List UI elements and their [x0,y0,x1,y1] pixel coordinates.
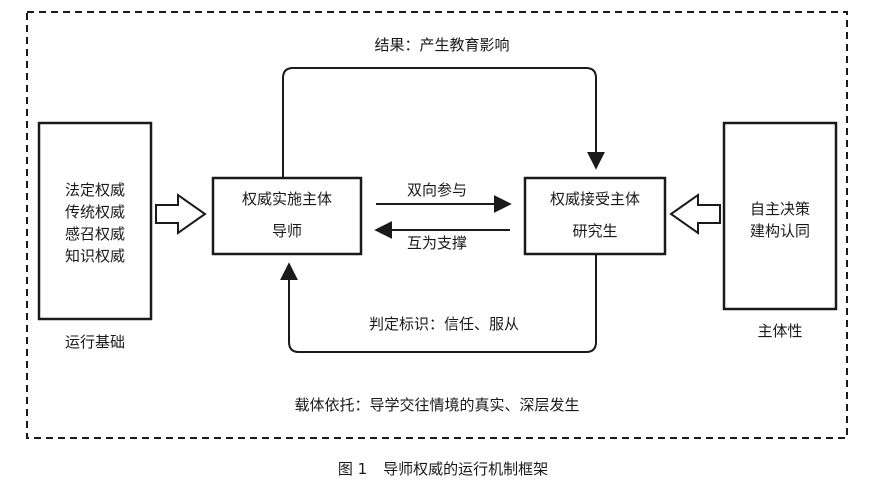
subjectivity-caption: 主体性 [757,322,803,340]
figure-number: 图 1 [337,460,368,478]
subject-box-text: 权威实施主体 导师 [213,190,361,240]
foundation-line: 传统权威 [64,203,125,221]
foundation-line: 知识权威 [64,247,125,265]
object-role: 研究生 [572,222,618,240]
result-loop-arrow [282,67,605,178]
foundation-caption: 运行基础 [64,333,126,351]
outer-dashed-frame [26,11,848,439]
participation-label: 双向参与 [406,181,468,199]
judgement-loop-arrow [280,254,597,353]
foundation-box-text: 法定权威 传统权威 感召权威 知识权威 [39,181,151,265]
subjectivity-box [722,121,838,311]
subjectivity-line: 建构认同 [749,222,810,240]
figure-title: 导师权威的运行机制框架 [383,460,549,478]
hollow-arrow-right [155,193,207,235]
support-label: 互为支撑 [406,234,468,252]
foundation-line: 法定权威 [64,181,125,199]
carrier-label: 载体依托：导学交往情境的真实、深层发生 [294,396,580,414]
subjectivity-line: 自主决策 [749,200,810,218]
result-label: 结果：产生教育影响 [374,36,510,54]
subject-box [211,176,363,256]
subject-role: 导师 [271,222,302,240]
object-title: 权威接受主体 [549,190,640,208]
subjectivity-box-text: 自主决策 建构认同 [724,200,836,240]
subject-title: 权威实施主体 [241,190,332,208]
foundation-box [37,121,153,321]
figure-caption: 图 1 导师权威的运行机制框架 [338,458,548,479]
object-box-text: 权威接受主体 研究生 [525,190,665,240]
foundation-line: 感召权威 [64,225,125,243]
hollow-arrow-left [669,193,721,235]
judgement-label: 判定标识：信任、服从 [368,315,520,333]
